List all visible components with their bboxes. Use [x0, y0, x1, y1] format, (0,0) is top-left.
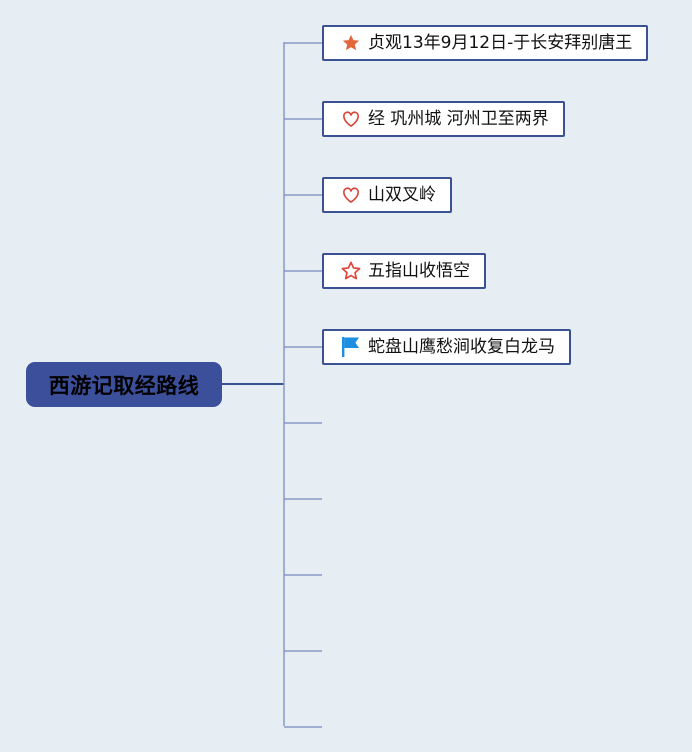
root-topic-label: 西游记取经路线: [48, 373, 200, 398]
branch-topic-label: 经 巩州城 河州卫至两界: [368, 108, 549, 129]
heart-outline-icon: [340, 108, 362, 130]
branch-topic[interactable]: 蛇盘山鹰愁涧收复白龙马: [322, 329, 571, 365]
branch-topic-label: 五指山收悟空: [368, 260, 470, 281]
branch-topic[interactable]: 山双叉岭: [322, 177, 452, 213]
star-filled-icon: [340, 32, 362, 54]
branch-topic-label: 山双叉岭: [368, 184, 436, 205]
star-outline-icon: [340, 260, 362, 282]
heart-outline-icon: [340, 184, 362, 206]
branch-topic[interactable]: 贞观13年9月12日-于长安拜别唐王: [322, 25, 649, 61]
branch-topic-label: 蛇盘山鹰愁涧收复白龙马: [368, 336, 555, 357]
root-topic[interactable]: 西游记取经路线: [26, 362, 222, 407]
branch-topic-label: 贞观13年9月12日-于长安拜别唐王: [368, 32, 633, 53]
branch-topic[interactable]: 经 巩州城 河州卫至两界: [322, 101, 565, 137]
branch-topic[interactable]: 五指山收悟空: [322, 253, 486, 289]
flag-icon: [340, 336, 362, 358]
